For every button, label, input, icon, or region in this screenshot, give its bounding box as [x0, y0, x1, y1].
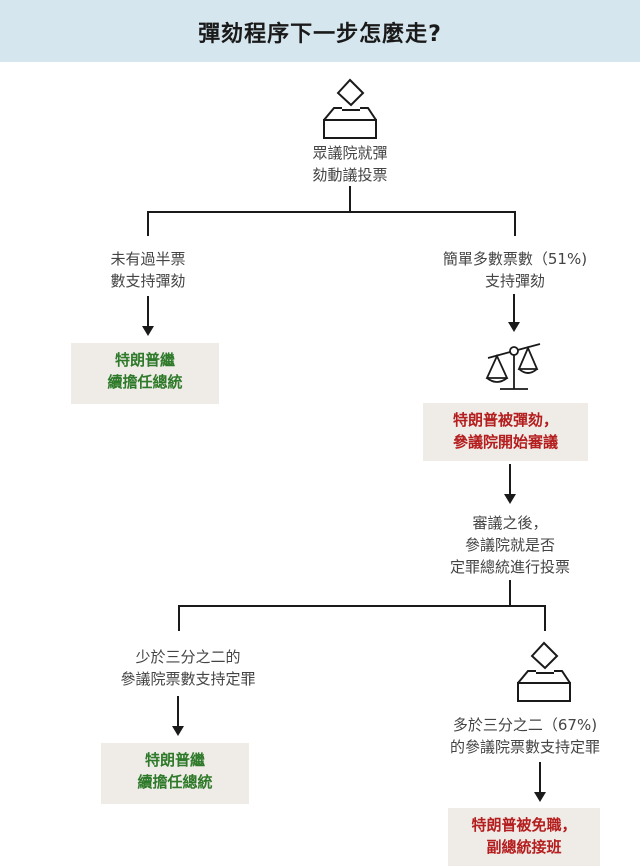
arrow-shaft [513, 294, 515, 322]
arrow-shaft [177, 696, 179, 726]
outcome-impeached: 特朗普被彈劾， 參議院開始審議 [423, 403, 588, 461]
arrow-head [172, 726, 184, 736]
outcome-trump-stays: 特朗普繼 續擔任總統 [71, 343, 219, 404]
connector [544, 605, 546, 631]
page-title: 彈劾程序下一步怎麼走? [198, 22, 442, 47]
connector [147, 211, 149, 236]
arrow-head [142, 326, 154, 336]
header-banner: 彈劾程序下一步怎麼走? [0, 0, 640, 62]
scales-of-justice-icon [485, 343, 541, 390]
arrow-head [504, 494, 516, 504]
connector [349, 186, 351, 212]
senate-pass-label: 多於三分之二（67%) 的參議院票數支持定罪 [449, 716, 600, 756]
connector [178, 605, 546, 607]
arrow-shaft [509, 464, 511, 494]
senate-fail-label: 少於三分之二的 參議院票數支持定罪 [120, 648, 256, 688]
arrow-shaft [539, 762, 541, 792]
connector [178, 605, 180, 631]
outcome-removed: 特朗普被免職， 副總統接班 [448, 808, 600, 866]
connector [514, 211, 516, 236]
house-pass-label: 簡單多數票數（51%) 支持彈劾 [442, 250, 588, 290]
ballot-box-icon [517, 641, 571, 702]
arrow-head [534, 792, 546, 802]
house-fail-label: 未有過半票 數支持彈劾 [110, 250, 186, 290]
ballot-box-icon [323, 78, 377, 139]
connector [147, 211, 516, 213]
arrow-head [508, 322, 520, 332]
arrow-shaft [147, 296, 149, 326]
senate-vote-label: 審議之後， 參議院就是否 定罪總統進行投票 [449, 514, 570, 576]
outcome-trump-stays: 特朗普繼 續擔任總統 [101, 743, 249, 804]
house-vote-label: 眾議院就彈 劾動議投票 [312, 144, 388, 184]
connector [509, 580, 511, 606]
